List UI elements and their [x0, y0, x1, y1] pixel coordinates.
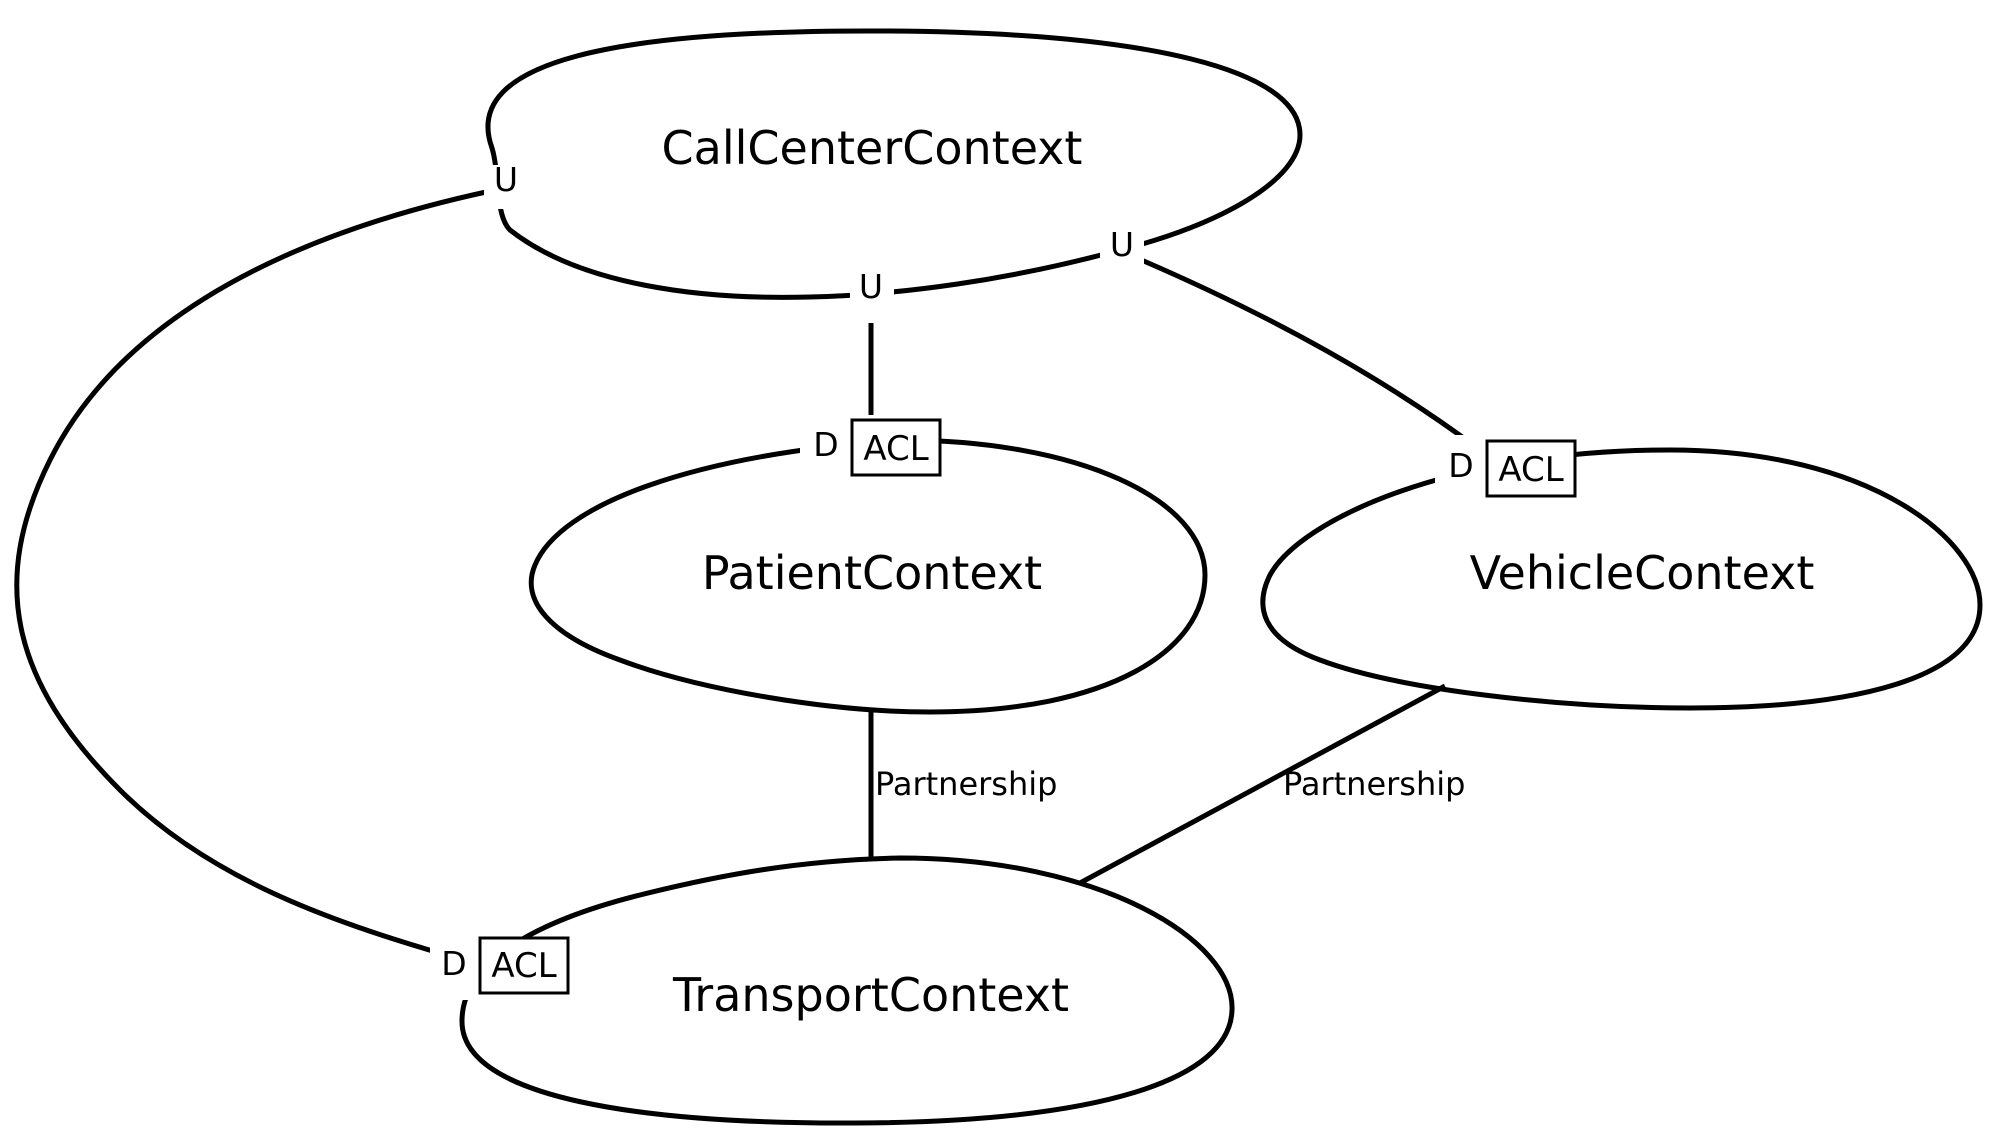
partnership-label-vehicle-transport: Partnership — [1283, 765, 1465, 803]
vehicle-context-label: VehicleContext — [1470, 546, 1815, 600]
transport-context-shape[interactable] — [459, 855, 1235, 1126]
downstream-acl-transport: D ACL — [441, 936, 570, 995]
downstream-marker-vehicle: D — [1448, 446, 1473, 485]
upstream-marker-transport: U — [494, 160, 518, 199]
patient-context-label: PatientContext — [702, 546, 1042, 600]
upstream-marker-patient: U — [859, 267, 883, 306]
acl-label-vehicle: ACL — [1498, 450, 1563, 490]
edge-callcenter-transport[interactable] — [14, 185, 506, 968]
callcenter-context-shape[interactable] — [485, 28, 1303, 300]
acl-label-patient: ACL — [863, 429, 928, 469]
downstream-acl-patient: D ACL — [813, 418, 942, 477]
downstream-acl-vehicle: D ACL — [1448, 439, 1577, 498]
transport-context-label: TransportContext — [672, 968, 1069, 1022]
partnership-label-patient-transport: Partnership — [875, 765, 1057, 803]
downstream-marker-patient: D — [813, 425, 838, 464]
acl-label-transport: ACL — [491, 946, 556, 986]
upstream-marker-vehicle: U — [1110, 225, 1134, 264]
edge-callcenter-vehicle[interactable] — [1124, 250, 1482, 453]
downstream-marker-transport: D — [441, 944, 466, 983]
callcenter-context-label: CallCenterContext — [662, 121, 1083, 175]
edge-vehicle-transport[interactable] — [1078, 683, 1447, 886]
patient-context-shape[interactable] — [528, 437, 1208, 715]
vehicle-context-shape[interactable] — [1260, 447, 1983, 711]
